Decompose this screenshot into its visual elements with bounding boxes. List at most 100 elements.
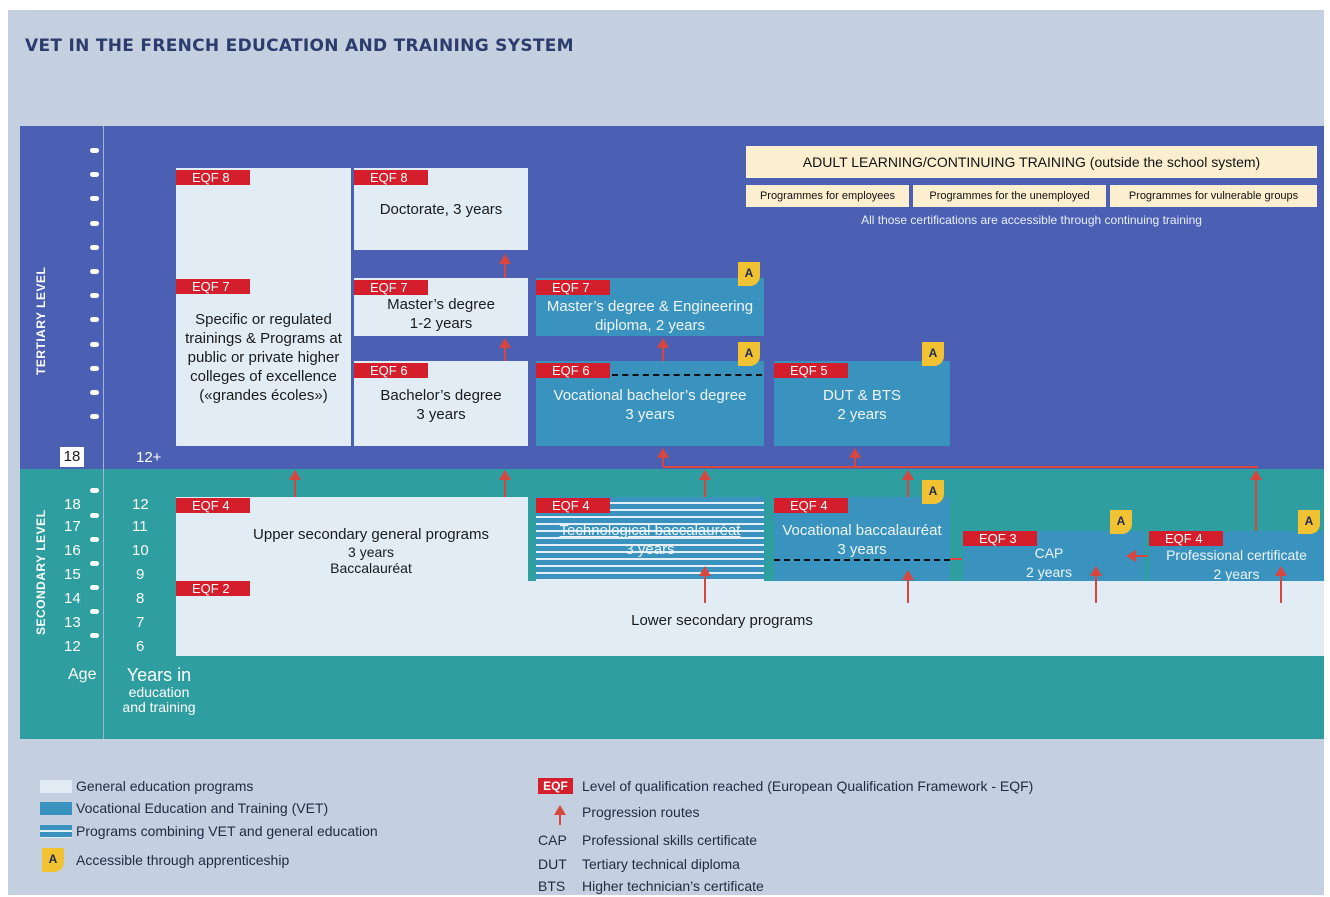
years-axis-label: Years in education and training bbox=[114, 665, 204, 715]
progression-arrow-shaft bbox=[1255, 478, 1257, 531]
lower-secondary-box bbox=[176, 581, 1324, 656]
programme-vulnerable: Programmes for vulnerable groups bbox=[1110, 185, 1317, 207]
progression-arrow-icon bbox=[499, 254, 511, 264]
eqf-6-badge: EQF 6 bbox=[536, 363, 610, 378]
cap-line: 2 years bbox=[1026, 564, 1072, 580]
apprenticeship-badge-icon: A bbox=[738, 262, 760, 286]
age-dot bbox=[90, 148, 99, 153]
age-dot bbox=[90, 172, 99, 178]
legend-eqf-tag: EQF bbox=[538, 778, 573, 794]
legend-cap-code: CAP bbox=[538, 832, 567, 848]
upper-sec-line: Baccalauréat bbox=[330, 560, 412, 576]
progression-arrow-shaft bbox=[504, 478, 506, 497]
eqf-8-badge: EQF 8 bbox=[354, 170, 428, 185]
apprenticeship-badge-icon: A bbox=[1298, 510, 1320, 534]
progression-arrow-icon bbox=[657, 448, 669, 458]
adult-learning-header: ADULT LEARNING/CONTINUING TRAINING (outs… bbox=[746, 146, 1317, 178]
dut-bts-line: DUT & BTS bbox=[822, 387, 902, 404]
progression-arrow-icon bbox=[1126, 550, 1136, 562]
legend-combined: Programs combining VET and general educa… bbox=[76, 823, 378, 839]
years-axis-label-2: education bbox=[128, 684, 190, 700]
diagram-stage: VET IN THE FRENCH EDUCATION AND TRAINING… bbox=[8, 10, 1324, 895]
year-tick: 9 bbox=[136, 566, 145, 583]
progression-arrow-shaft bbox=[504, 346, 506, 361]
age-tick: 17 bbox=[64, 518, 81, 535]
eqf-8-badge: EQF 8 bbox=[176, 170, 250, 185]
progression-arrow-icon bbox=[657, 338, 669, 348]
age-dot bbox=[90, 317, 99, 323]
progression-arrow-icon bbox=[849, 448, 861, 458]
progression-arrow-shaft bbox=[662, 456, 664, 466]
eqf-4-badge: EQF 4 bbox=[1149, 531, 1223, 546]
voc-bac-line: Vocational baccalauréat bbox=[782, 522, 942, 539]
master-text: Master’s degree 1-2 years bbox=[354, 295, 528, 333]
tertiary-level-label: TERTIARY LEVEL bbox=[34, 266, 48, 375]
age-tick: 14 bbox=[64, 590, 81, 607]
programme-unemployed: Programmes for the unemployed bbox=[913, 185, 1106, 207]
age-dot bbox=[90, 633, 99, 638]
progression-arrow-shaft bbox=[1095, 574, 1097, 603]
legend-general-swatch bbox=[40, 780, 72, 793]
apprenticeship-badge-icon: A bbox=[1110, 510, 1132, 534]
eqf-2-badge: EQF 2 bbox=[176, 581, 250, 596]
progression-arrow-icon bbox=[699, 470, 711, 480]
age-tick: 15 bbox=[64, 566, 81, 583]
age-dot bbox=[90, 293, 99, 299]
legend-eqf-desc: Level of qualification reached (European… bbox=[582, 778, 1034, 794]
technological-bac-text: Technological baccalauréat 3 years bbox=[536, 521, 764, 559]
lower-secondary-text: Lower secondary programs bbox=[631, 612, 813, 629]
year-tick: 12 bbox=[132, 496, 149, 513]
age-tick: 16 bbox=[64, 542, 81, 559]
progression-arrow-icon bbox=[499, 470, 511, 480]
progression-arrow-icon bbox=[499, 338, 511, 348]
voc-bachelor-line: Vocational bachelor’s degree bbox=[553, 387, 747, 404]
age-dot bbox=[90, 585, 99, 590]
page-title: VET IN THE FRENCH EDUCATION AND TRAINING… bbox=[25, 36, 574, 56]
axis-divider bbox=[103, 126, 104, 739]
cap-line: CAP bbox=[1034, 545, 1064, 561]
legend-vet-swatch bbox=[40, 802, 72, 815]
apprenticeship-badge-icon: A bbox=[738, 342, 760, 366]
dashed-divider bbox=[774, 559, 950, 561]
programme-employees: Programmes for employees bbox=[746, 185, 909, 207]
dut-bts-text: DUT & BTS 2 years bbox=[774, 386, 950, 424]
eqf-4-badge: EQF 4 bbox=[176, 498, 250, 513]
year-tick: 8 bbox=[136, 590, 145, 607]
legend-apprenticeship: Accessible through apprenticeship bbox=[76, 852, 290, 868]
grandes-line: Specific or regulated bbox=[195, 311, 332, 328]
progression-arrow-shaft bbox=[294, 478, 296, 497]
eqf-7-badge: EQF 7 bbox=[176, 279, 250, 294]
legend-arrow-icon bbox=[554, 805, 566, 815]
professional-certificate-text: Professional certificate 2 years bbox=[1149, 546, 1324, 584]
progression-arrow-icon bbox=[1275, 566, 1287, 576]
age-dot bbox=[90, 220, 99, 226]
upper-sec-line: 3 years bbox=[348, 544, 394, 560]
eqf-5-badge: EQF 5 bbox=[774, 363, 848, 378]
dut-bts-line: 2 years bbox=[837, 406, 887, 423]
age-dot bbox=[90, 561, 99, 566]
age-tick: 18 bbox=[64, 496, 81, 513]
age-18-marker: 18 bbox=[60, 447, 84, 467]
legend-bts-code: BTS bbox=[538, 878, 566, 894]
age-dot bbox=[90, 269, 99, 274]
bachelor-line: 3 years bbox=[416, 406, 466, 423]
apprenticeship-badge-icon: A bbox=[922, 480, 944, 504]
age-tick: 13 bbox=[64, 614, 81, 631]
progression-arrow-shaft bbox=[704, 574, 706, 603]
legend-progression: Progression routes bbox=[582, 804, 700, 820]
master-engineering-text: Master’s degree & Engineering diploma, 2… bbox=[536, 297, 764, 335]
age-dot bbox=[90, 513, 99, 518]
age-dot bbox=[90, 537, 99, 542]
years-axis-label-3: and training bbox=[122, 699, 196, 715]
legend-dut-desc: Tertiary technical diploma bbox=[582, 856, 740, 872]
age-dot bbox=[90, 341, 99, 347]
age-dot bbox=[90, 244, 99, 250]
tech-bac-line: Technological baccalauréat bbox=[559, 522, 741, 539]
progression-arrow-shaft bbox=[907, 578, 909, 603]
years-12plus: 12+ bbox=[136, 449, 162, 466]
legend-bts-desc: Higher technician’s certificate bbox=[582, 878, 764, 894]
legend-arrow-shaft bbox=[559, 813, 561, 825]
doctorate-text: Doctorate, 3 years bbox=[379, 201, 503, 218]
year-tick: 10 bbox=[132, 542, 149, 559]
progression-arrow-icon bbox=[1250, 470, 1262, 480]
